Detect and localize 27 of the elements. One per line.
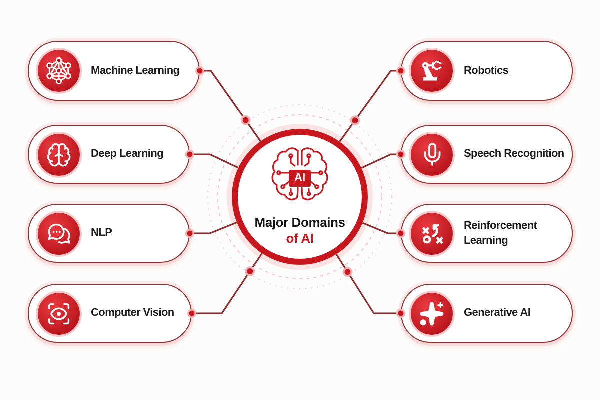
domain-pill [401, 284, 573, 343]
ai-chip: AI [289, 170, 311, 187]
connector-line [185, 150, 239, 169]
hub-subtitle: of AI [286, 231, 314, 247]
domain-pill [28, 125, 190, 184]
hub-title: Major Domains [254, 215, 346, 231]
domain-label: NLP [91, 226, 112, 241]
domain-label: Machine Learning [91, 64, 180, 78]
connector-line [187, 253, 263, 318]
connector-line [185, 222, 238, 238]
connector-line [195, 66, 262, 142]
domain-label: Robotics [464, 64, 509, 78]
domain-pill [28, 41, 200, 101]
hub-circle [232, 129, 368, 265]
domain-label: Speech Recognition [464, 147, 564, 162]
domain-label: Computer Vision [91, 306, 174, 321]
domain-pill [401, 41, 573, 101]
domain-label: Deep Learning [91, 147, 164, 162]
connector-line [361, 150, 406, 169]
domain-pill [401, 204, 573, 263]
domain-label: Reinforcement Learning [464, 219, 538, 248]
connector-line [362, 222, 406, 238]
domain-pill [28, 204, 190, 263]
domain-label: Generative AI [464, 306, 531, 321]
connector-line [339, 66, 406, 142]
domain-pill [401, 125, 573, 184]
domain-pill [28, 284, 192, 343]
